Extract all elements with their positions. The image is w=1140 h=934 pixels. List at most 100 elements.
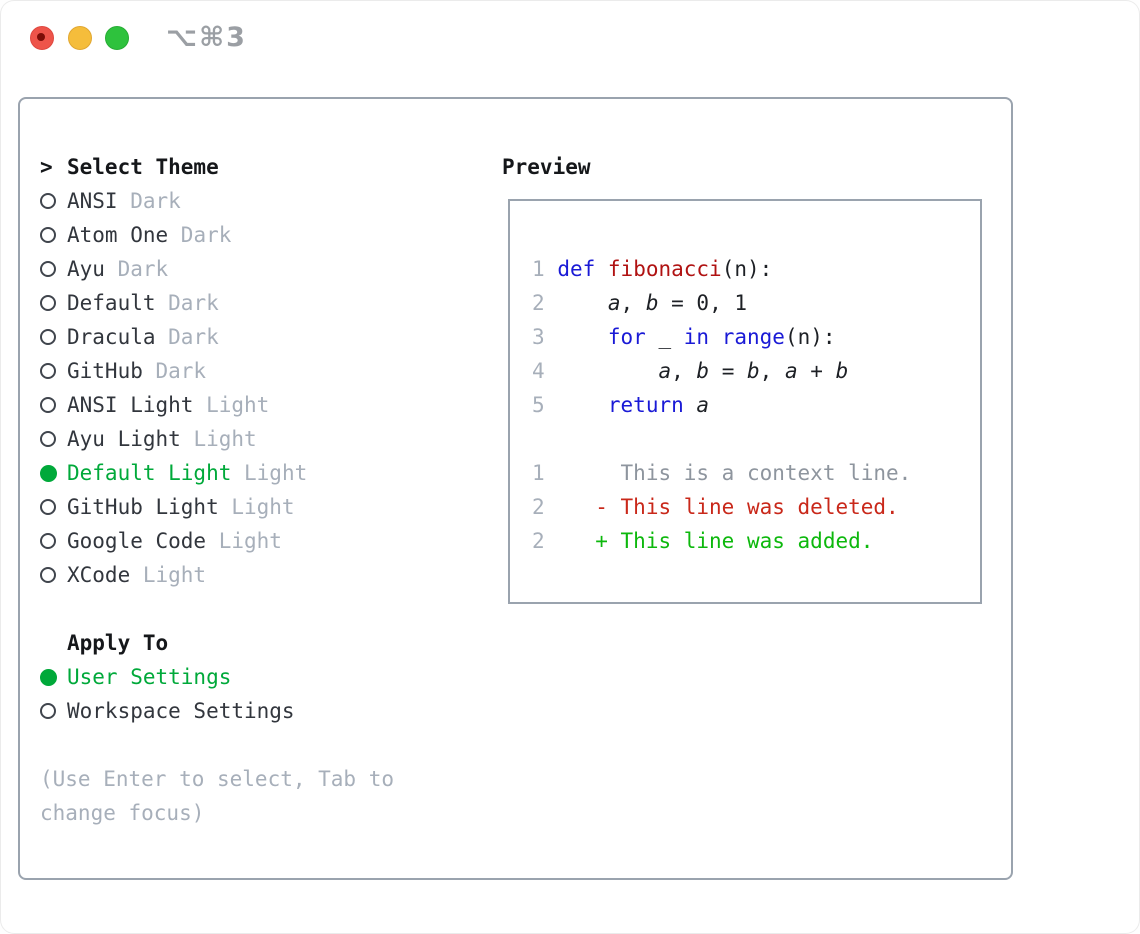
code-line: 2 a, b = 0, 1 (532, 286, 980, 320)
theme-variant-badge: Light (231, 461, 308, 485)
theme-option-ansi-light-light[interactable]: ANSI Light Light (40, 388, 480, 422)
code-token-txt: = 0, 1 (658, 291, 748, 315)
line-number: 4 (532, 359, 545, 383)
theme-variant-badge: Light (206, 529, 282, 553)
code-token-txt (709, 325, 722, 349)
theme-list-header-label: Select Theme (67, 155, 219, 179)
theme-variant-badge: Dark (142, 359, 207, 383)
code-token-kw: return (607, 393, 684, 417)
code-token-var: b (645, 291, 659, 315)
radio-unselected-icon (40, 363, 56, 379)
code-token-del: - This line was deleted. (557, 495, 899, 519)
code-token-var: a (784, 359, 798, 383)
code-token-txt: (n): (784, 325, 836, 349)
apply-to-header-label: Apply To (67, 631, 169, 655)
theme-list-header: > Select Theme (40, 150, 480, 184)
code-token-txt (684, 393, 697, 417)
theme-option-atom-one-dark[interactable]: Atom One Dark (40, 218, 480, 252)
apply-option-label: User Settings (67, 665, 232, 689)
theme-option-dracula-dark[interactable]: Dracula Dark (40, 320, 480, 354)
radio-selected-icon (40, 668, 57, 686)
theme-variant-badge: Light (130, 563, 207, 587)
theme-option-ansi-dark[interactable]: ANSI Dark (40, 184, 480, 218)
theme-option-label: Ayu Light (67, 427, 181, 451)
theme-option-label: Dracula (67, 325, 156, 349)
code-token-add: + This line was added. (557, 529, 874, 553)
radio-unselected-icon (40, 431, 56, 447)
help-text-line-1: (Use Enter to select, Tab to (40, 767, 395, 791)
line-number: 1 (532, 257, 545, 281)
theme-option-default-dark[interactable]: Default Dark (40, 286, 480, 320)
line-number: 3 (532, 325, 545, 349)
code-token-kw: def (557, 257, 596, 281)
theme-option-github-dark[interactable]: GitHub Dark (40, 354, 480, 388)
line-number: 1 (532, 461, 545, 485)
apply-option-workspace-settings[interactable]: Workspace Settings (40, 694, 480, 728)
spacer-row (40, 728, 480, 762)
apply-to-header: Apply To (40, 626, 480, 660)
help-text-line-2: change focus) (40, 801, 205, 825)
apply-option-user-settings[interactable]: User Settings (40, 660, 480, 694)
theme-variant-badge: Dark (155, 325, 219, 349)
radio-unselected-icon (40, 193, 56, 209)
code-token-var: a (658, 359, 672, 383)
theme-option-label: ANSI (67, 189, 118, 213)
titlebar: ⌥⌘3 (0, 0, 1140, 74)
theme-option-github-light-light[interactable]: GitHub Light Light (40, 490, 480, 524)
theme-option-ayu-light-light[interactable]: Ayu Light Light (40, 422, 480, 456)
code-blank-line (532, 422, 980, 456)
radio-selected-icon (40, 464, 57, 482)
theme-option-ayu-dark[interactable]: Ayu Dark (40, 252, 480, 286)
theme-option-google-code-light[interactable]: Google Code Light (40, 524, 480, 558)
code-token-txt: , (671, 359, 697, 383)
theme-variant-badge: Dark (155, 291, 219, 315)
theme-variant-badge: Light (180, 427, 257, 451)
spacer-row (40, 592, 480, 626)
code-token-txt: , (759, 359, 785, 383)
line-number: 2 (532, 529, 545, 553)
code-token-var: b (835, 359, 849, 383)
theme-variant-badge: Light (218, 495, 295, 519)
code-token-kw: in (683, 325, 710, 349)
code-token-txt: = (709, 359, 748, 383)
line-number: 5 (532, 393, 545, 417)
zoom-button[interactable] (105, 26, 129, 50)
code-token-var: a (696, 393, 710, 417)
code-line: 5 return a (532, 388, 980, 422)
code-token-txt (557, 291, 608, 315)
radio-unselected-icon (40, 329, 56, 345)
theme-variant-badge: Dark (168, 223, 232, 247)
code-line: 2 - This line was deleted. (532, 490, 980, 524)
theme-option-label: GitHub Light (67, 495, 219, 519)
line-number: 2 (532, 291, 545, 315)
theme-variant-badge: Light (193, 393, 270, 417)
code-token-txt: (n): (721, 257, 773, 281)
code-token-fn: fibonacci (607, 257, 722, 281)
code-token-var: b (747, 359, 760, 383)
radio-unselected-icon (40, 499, 56, 515)
theme-option-xcode-light[interactable]: XCode Light (40, 558, 480, 592)
theme-variant-badge: Dark (104, 257, 169, 281)
theme-option-label: XCode (67, 563, 131, 587)
theme-option-default-light-light[interactable]: Default Light Light (40, 456, 480, 490)
theme-variant-badge: Dark (117, 189, 181, 213)
preview-title: Preview (502, 155, 591, 179)
code-line: 1 def fibonacci(n): (532, 252, 980, 286)
theme-option-label: Google Code (67, 529, 207, 553)
code-line: 4 a, b = b, a + b (532, 354, 980, 388)
close-button[interactable] (30, 26, 54, 50)
minimize-button[interactable] (68, 26, 92, 50)
theme-option-label: Ayu (67, 257, 105, 281)
apply-option-label: Workspace Settings (67, 699, 295, 723)
focus-caret: > (40, 155, 53, 179)
code-line: 1 This is a context line. (532, 456, 980, 490)
theme-option-label: ANSI Light (67, 393, 194, 417)
radio-unselected-icon (40, 567, 56, 583)
code-token-var: b (696, 359, 710, 383)
code-token-txt: , (620, 291, 646, 315)
code-line: 2 + This line was added. (532, 524, 980, 558)
radio-unselected-icon (40, 703, 56, 719)
theme-option-label: GitHub (67, 359, 143, 383)
